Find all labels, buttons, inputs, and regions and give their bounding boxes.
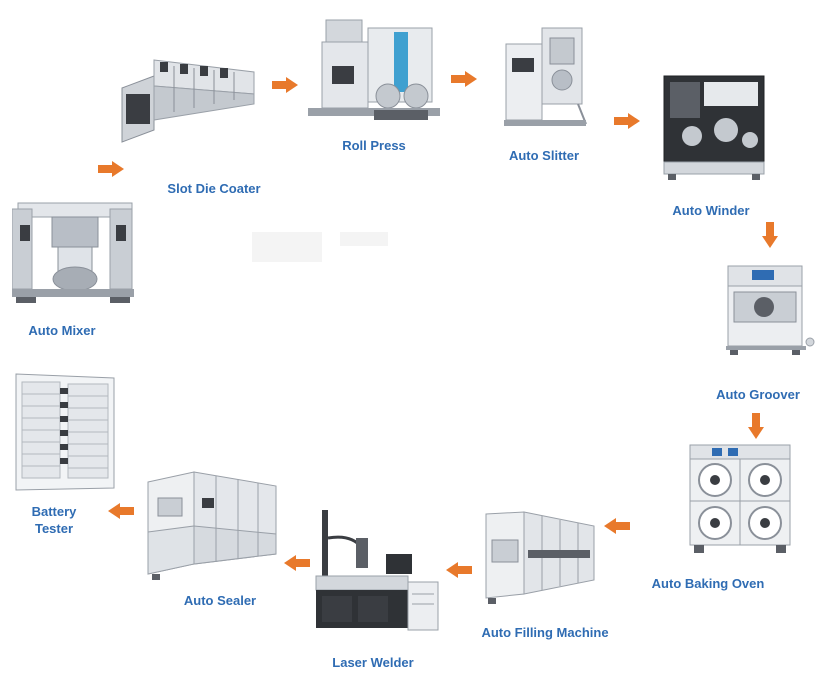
arrow-down-icon bbox=[748, 413, 764, 439]
groover-machine-icon bbox=[726, 265, 815, 355]
arrow-right-icon bbox=[614, 113, 640, 129]
filling-machine-icon bbox=[485, 511, 595, 604]
step-label-battery-tester-line1: Battery bbox=[31, 504, 77, 519]
arrow-right-icon bbox=[98, 161, 124, 177]
coater-machine-icon bbox=[121, 59, 255, 143]
step-label-auto-slitter: Auto Slitter bbox=[508, 148, 580, 163]
arrow-left-icon bbox=[604, 518, 630, 534]
battery-tester-icon bbox=[15, 373, 115, 491]
step-label-roll-press: Roll Press bbox=[342, 138, 406, 153]
step-label-auto-filling-machine: Auto Filling Machine bbox=[481, 625, 609, 640]
step-label-auto-mixer: Auto Mixer bbox=[28, 323, 96, 338]
step-label-auto-sealer: Auto Sealer bbox=[183, 593, 257, 608]
step-label-battery-tester-line2: Tester bbox=[34, 521, 74, 536]
step-label-auto-winder: Auto Winder bbox=[672, 203, 750, 218]
arrow-down-icon bbox=[762, 222, 778, 248]
arrow-right-icon bbox=[451, 71, 477, 87]
blank-placeholder-right bbox=[340, 232, 388, 246]
baking-oven-icon bbox=[689, 444, 791, 553]
step-label-battery-tester: Battery Tester bbox=[16, 503, 92, 537]
step-label-auto-groover: Auto Groover bbox=[716, 387, 800, 402]
arrow-left-icon bbox=[284, 555, 310, 571]
mixer-machine-icon bbox=[12, 202, 134, 303]
arrow-left-icon bbox=[446, 562, 472, 578]
step-label-slot-die-coater: Slot Die Coater bbox=[167, 181, 261, 196]
sealer-machine-icon bbox=[147, 471, 277, 580]
winder-machine-icon bbox=[663, 75, 765, 180]
step-label-laser-welder: Laser Welder bbox=[332, 655, 414, 670]
blank-placeholder-left bbox=[252, 232, 322, 262]
step-label-auto-baking-oven: Auto Baking Oven bbox=[651, 576, 765, 591]
laser-welder-icon bbox=[315, 510, 439, 631]
roll-press-machine-icon bbox=[308, 19, 440, 120]
slitter-machine-icon bbox=[504, 27, 587, 126]
arrow-left-icon bbox=[108, 503, 134, 519]
arrow-right-icon bbox=[272, 77, 298, 93]
